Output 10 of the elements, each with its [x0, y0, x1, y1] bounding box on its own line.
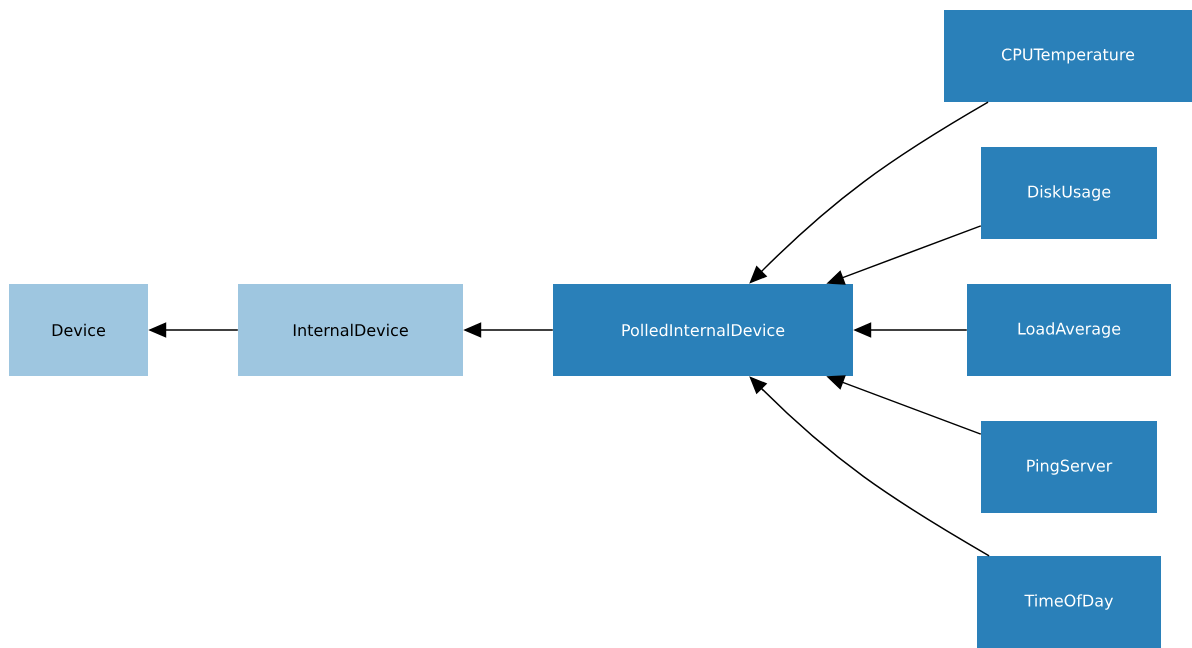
class-box: LoadAverage	[967, 284, 1171, 376]
class-box: Device	[9, 284, 148, 376]
class-box: DiskUsage	[981, 147, 1157, 239]
class-box: PingServer	[981, 421, 1157, 513]
arrow	[749, 101, 989, 284]
arrow	[749, 376, 990, 557]
class-box: InternalDevice	[238, 284, 463, 376]
class-box: CPUTemperature	[944, 10, 1192, 102]
class-box: TimeOfDay	[977, 556, 1161, 648]
class-box: PolledInternalDevice	[553, 284, 853, 376]
